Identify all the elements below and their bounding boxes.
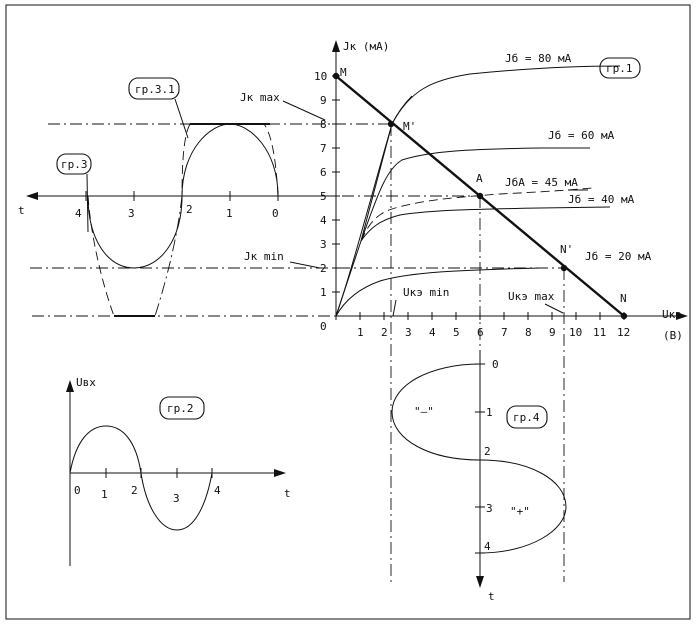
point-n-label: N [620,292,627,305]
graph3-tick-3: 3 [128,207,135,220]
jk-min-leader [289,261,321,269]
graph31-tag-box [128,77,180,100]
graph3-tick-1: 1 [226,207,233,220]
graph2-x-axis-label: t [284,487,291,500]
graph4-tick-0: 0 [492,358,499,371]
collector-curves [335,65,621,317]
point-a-label: A [476,172,483,185]
point-n1-label: N' [560,243,573,256]
graph1-x-tick-label: 8 [525,326,532,339]
graph1-x-axis-label: Uкэ [662,308,682,321]
curve-label-60: Jб = 60 мА [548,129,615,142]
jk-max-label: Jк max [240,91,280,104]
graph3-waveforms [87,123,279,317]
graph2-tick-3: 3 [173,492,180,505]
graph1-y-tick-label: 2 [320,262,327,275]
graph1-y-tick-label: 4 [320,214,327,227]
graph1-x-unit: (B) [663,329,683,342]
graph1-tag: гр.1 [606,62,633,75]
graph1-x-tick-label: 3 [405,326,412,339]
graph4-pos-label: "+" [510,505,530,518]
graph3-tag-leader [86,173,89,233]
graph3-axis-label: t [18,204,25,217]
graph4-neg-label: "—" [414,405,434,418]
graph1-tag-box [599,57,641,79]
graph1-x-tick-label: 5 [453,326,460,339]
graph1-y-tick-label: 8 [320,118,327,131]
graph2-tag: гр.2 [167,402,194,415]
graph2-tick-0: 0 [74,484,81,497]
graph1-y-axis-label: Jк (мА) [343,40,389,53]
drawing-frame [5,4,691,620]
graph3-tick-0: 0 [272,207,279,220]
graph2-tick-2: 2 [131,484,138,497]
curve-ib-60 [360,147,590,242]
projection-lines [30,123,565,582]
curve-ib-20 [335,267,545,317]
graph3-tick-4: 4 [75,207,82,220]
graph1-y-tick-label: 10 [314,70,327,83]
graph1-x-tick-label: 7 [501,326,508,339]
graph4-tick-3: 3 [486,502,493,515]
graph4-tick-1: 1 [486,406,493,419]
curve-ib-45 [360,187,593,242]
graph2-tick-4: 4 [214,484,221,497]
jk-max-leader [282,100,326,121]
graph4-tag-box [506,405,548,429]
graph2-tag-box [159,396,205,420]
graph2-sine [69,425,213,531]
graph2-tick-1: 1 [101,488,108,501]
uke-max-leader [544,303,564,314]
graph2-y-axis-label: Uвх [76,376,96,389]
graph1-x-tick-label: 11 [593,326,606,339]
graph3-axis [26,191,336,201]
uke-min-label: Uкэ min [403,286,449,299]
point-m1-label: M' [403,120,416,133]
uke-min-leader [392,299,397,317]
graph31-tag-leader [174,98,189,139]
graph4-axis-label: t [488,590,495,603]
graph31-tag: гр.3.1 [135,83,175,96]
graph1-y-tick-label: 3 [320,238,327,251]
graph1-x-tick-label: 12 [617,326,630,339]
graph3-tick-2: 2 [186,203,193,216]
curve-label-20: Jб = 20 мА [585,250,652,263]
graph4-waveform [391,363,567,554]
curve-ib-40 [360,206,611,242]
graph1-x-tick-label: 9 [549,326,556,339]
graph4-tick-2: 2 [484,445,491,458]
curve-label-80: Jб = 80 мА [505,52,572,65]
graph1-y-tick-label: 6 [320,166,327,179]
graph4-tag: гр.4 [513,411,540,424]
graph4-tick-4: 4 [484,540,491,553]
graph1-y-tick-label: 9 [320,94,327,107]
curve-label-45: JбА = 45 мА [505,176,578,189]
graph1-origin-label: 0 [320,320,327,333]
graph1-y-tick-label: 1 [320,286,327,299]
graph3-tag-box [56,153,92,175]
graph1-x-tick-label: 1 [357,326,364,339]
graph1-y-tick-label: 7 [320,142,327,155]
jk-min-label: Jк min [244,250,284,263]
graph3-tag: гр.3 [61,158,88,171]
curve-label-40: Jб = 40 мА [568,193,635,206]
point-m-label: M [340,66,347,79]
graph1-x-tick-label: 2 [381,326,388,339]
uke-max-label: Uкэ max [508,290,555,303]
graph1-x-tick-label: 4 [429,326,436,339]
curve-ib-80 [335,65,621,317]
graph1-x-tick-label: 10 [569,326,582,339]
